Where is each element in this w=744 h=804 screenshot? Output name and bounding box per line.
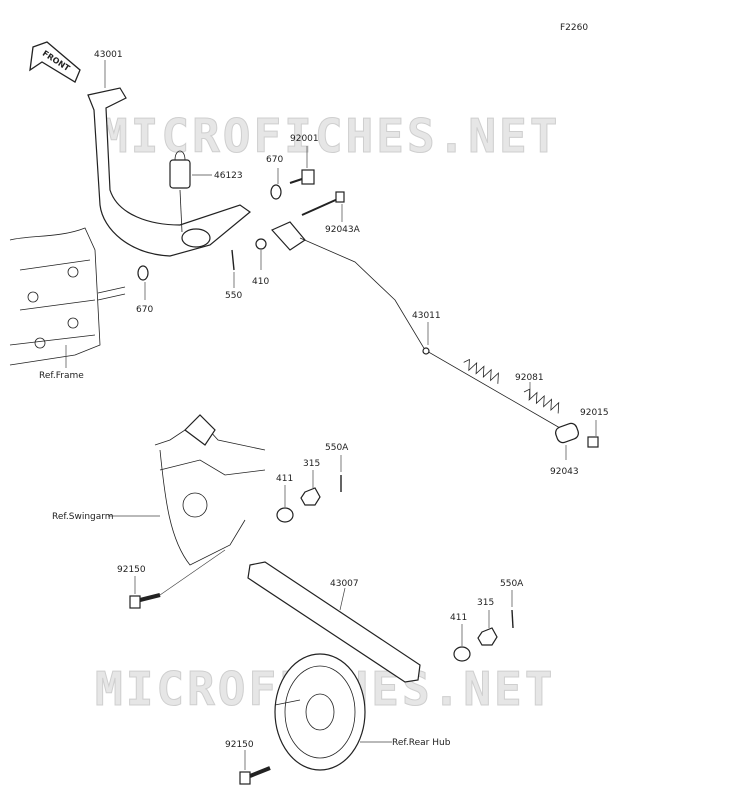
label-92001: 92001 [290,134,319,144]
brake-pedal [87,87,251,257]
nut-315-lower [477,627,498,646]
label-43007: 43007 [330,579,359,589]
label-411-upper: 411 [276,474,293,484]
washer-410 [255,238,267,250]
bolt-92150-upper [129,549,226,609]
label-43011: 43011 [412,311,441,321]
label-315-upper: 315 [303,459,320,469]
bolt-92150-lower [239,766,271,785]
label-92043: 92043 [550,467,579,477]
torque-link [247,561,421,683]
ref-swingarm-label: Ref.Swingarm [52,512,114,522]
label-43001: 43001 [94,50,123,60]
joint-92043 [555,422,579,444]
ref-frame-label: Ref.Frame [39,371,84,381]
label-315-lower: 315 [477,598,494,608]
clevis-joint [271,221,306,251]
frame-outline [9,227,126,366]
rod-spring-92081 [463,358,560,414]
label-670-lower: 670 [136,305,153,315]
label-410: 410 [252,277,269,287]
o-ring-670-lower [137,265,149,281]
label-550: 550 [225,291,242,301]
watermark-top: MICROFICHES.NET [100,109,560,163]
figure-code: F2260 [560,23,588,33]
label-411-lower: 411 [450,613,467,623]
label-92043A: 92043A [325,225,361,235]
cotter-pin-550A-lower [511,609,514,629]
cotter-pin-550 [231,249,235,271]
label-46123: 46123 [214,171,243,181]
label-92150-lower: 92150 [225,740,254,750]
label-92015: 92015 [580,408,609,418]
front-arrow-icon: FRONT [29,41,81,83]
bolt-92001 [289,169,315,185]
o-ring-670-upper [270,184,282,200]
label-92150-upper: 92150 [117,565,146,575]
label-550A-upper: 550A [325,443,349,453]
swingarm-outline [154,414,266,566]
label-550A-lower: 550A [500,579,524,589]
ref-rear-hub-label: Ref.Rear Hub [392,738,451,748]
washer-411-upper [276,507,294,523]
pin-92043A [301,191,345,216]
rear-hub-panel [274,653,366,771]
nut-92015 [587,436,599,448]
washer-411-lower [453,646,471,662]
label-92081: 92081 [515,373,544,383]
return-spring [169,150,191,233]
label-670-upper: 670 [266,155,283,165]
nut-315-upper [300,487,321,506]
brake-rod [299,237,561,429]
